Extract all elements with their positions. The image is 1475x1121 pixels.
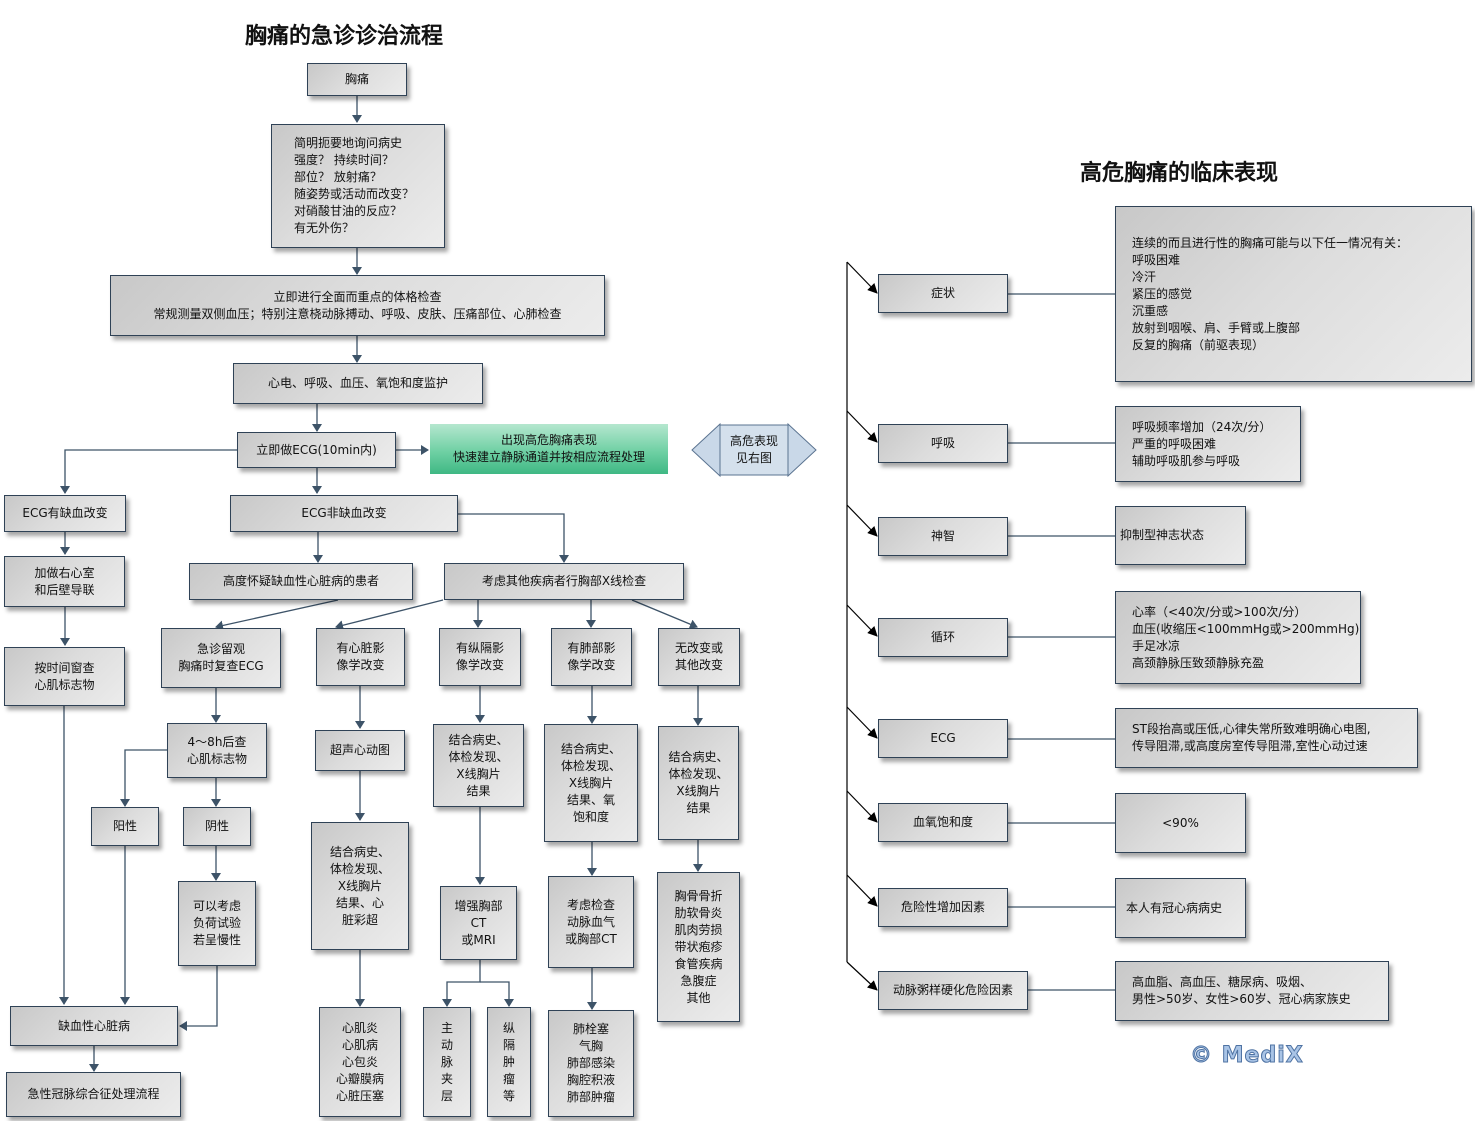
category-symptoms: 症状 (878, 274, 1008, 313)
category-circulation: 循环 (878, 618, 1008, 657)
category-risk-factors: 危险性增加因素 (878, 888, 1008, 927)
abg-ct-node: 考虑检查 动脉血气 或胸部CT (548, 876, 634, 968)
detail-symptoms: 连续的而且进行性的胸痛可能与以下任一情况有关： 呼吸困难 冷汗 紧压的感觉 沉重… (1115, 206, 1472, 382)
connector (846, 504, 878, 537)
observe-node: 急诊留观 胸痛时复查ECG (161, 628, 281, 688)
ihd-node: 缺血性心脏病 (10, 1006, 178, 1046)
connector (442, 960, 481, 1007)
lung-img-node: 有肺部影 像学改变 (551, 628, 632, 686)
connector (458, 513, 569, 563)
combine-other-node: 结合病史、 体检发现、 X线胸片 结果 (658, 726, 739, 840)
connector (335, 599, 444, 631)
mediastinal-tumor-node: 纵 隔 肿 瘤 等 (487, 1007, 531, 1117)
enhanced-ct-node: 增强胸部 CT 或MRI (440, 886, 517, 960)
lung-dx-node: 肺栓塞 气胸 肺部感染 胸腔积液 肺部肿瘤 (548, 1010, 634, 1117)
right-title: 高危胸痛的临床表现 (1080, 160, 1279, 186)
ecg-non-ischemic-node: ECG非缺血改变 (230, 495, 458, 532)
history-node: 简明扼要地询问病史 强度？ 持续时间？ 部位？ 放射痛？ 随姿势或活动而改变？ … (271, 124, 445, 248)
double-arrow-icon (691, 422, 817, 478)
detail-circulation: 心率（<40次/分或>100次/分） 血压(收缩压<100mmHg或>200mm… (1115, 591, 1361, 684)
stress-test-node: 可以考虑 负荷试验 若呈慢性 (178, 881, 256, 966)
aortic-dissection-node: 主 动 脉 夹 层 (423, 1007, 471, 1117)
connector (846, 604, 878, 637)
category-respiration: 呼吸 (878, 424, 1008, 463)
detail-oxygen-saturation: <90% (1115, 793, 1246, 853)
suspect-ihd-node: 高度怀疑缺血性心脏病的患者 (189, 563, 413, 600)
other-dx-node: 胸骨骨折 肋软骨炎 肌肉劳损 带状疱疹 食管疾病 急腹症 其他 (657, 872, 740, 1022)
detail-ecg: ST段抬高或压低,心律失常所致难明确心电图, 传导阻滞,或高度房室传导阻滞,室性… (1115, 708, 1418, 768)
connector (215, 599, 339, 631)
connector (60, 449, 237, 494)
connector (846, 261, 878, 294)
monitor-node: 心电、呼吸、血压、氧饱和度监护 (233, 363, 483, 404)
connector (120, 749, 167, 807)
consider-other-node: 考虑其他疾病者行胸部X线检查 (444, 563, 684, 600)
positive-node: 阳性 (91, 807, 159, 846)
connector (631, 599, 698, 629)
add-leads-node: 加做右心室 和后壁导联 (4, 556, 125, 607)
no-change-node: 无改变或 其他改变 (658, 628, 740, 686)
connector (846, 706, 878, 739)
category-oxygen-saturation: 血氧饱和度 (878, 803, 1008, 842)
category-ecg: ECG (878, 719, 1008, 758)
connector (846, 410, 878, 443)
detail-atherosclerosis-risk: 高血脂、高血压、糖尿病、吸烟、 男性>50岁、女性>60岁、冠心病家族史 (1115, 961, 1389, 1021)
chest-pain-node: 胸痛 (307, 63, 407, 96)
cardiac-img-node: 有心脏影 像学改变 (316, 628, 405, 686)
high-risk-node: 出现高危胸痛表现 快速建立静脉通道并按相应流程处理 (430, 424, 668, 474)
connector (846, 790, 878, 823)
mediastinal-img-node: 有纵隔影 像学改变 (439, 628, 521, 686)
exam-node: 立即进行全面而重点的体格检查 常规测量双侧血压；特别注意桡动脉搏动、呼吸、皮肤、… (110, 275, 605, 336)
connector (480, 981, 514, 1007)
detail-consciousness: 抑制型神志状态 (1115, 506, 1246, 565)
left-title: 胸痛的急诊诊治流程 (245, 23, 444, 49)
negative-node: 阴性 (183, 807, 251, 846)
connector (846, 961, 878, 991)
detail-risk-factors: 本人有冠心病病史 (1115, 878, 1246, 938)
cardiac-dx-node: 心肌炎 心肌病 心包炎 心瓣膜病 心脏压塞 (319, 1007, 401, 1117)
markers-4-8h-node: 4～8h后查 心肌标志物 (167, 723, 267, 778)
markers-window-node: 按时间窗查 心肌标志物 (4, 647, 125, 706)
combine-mediastinal-node: 结合病史、 体检发现、 X线胸片 结果 (433, 724, 524, 807)
acs-node: 急性冠脉综合征处理流程 (6, 1072, 181, 1117)
connector (179, 966, 218, 1031)
connector (846, 874, 878, 907)
ecg-ischemic-node: ECG有缺血改变 (4, 495, 126, 532)
ecg-node: 立即做ECG(10min内) (237, 432, 396, 468)
category-atherosclerosis-risk: 动脉粥样硬化危险因素 (878, 971, 1028, 1010)
see-right-label: 高危表现 见右图 (729, 434, 778, 465)
combine-cardiac-node: 结合病史、 体检发现、 X线胸片 结果、心 脏彩超 (311, 822, 409, 950)
echo-node: 超声心动图 (315, 730, 405, 771)
category-consciousness: 神智 (878, 517, 1008, 556)
combine-lung-node: 结合病史、 体检发现、 X线胸片 结果、氧 饱和度 (544, 724, 638, 842)
detail-respiration: 呼吸频率增加（24次/分） 严重的呼吸困难 辅助呼吸肌参与呼吸 (1115, 406, 1301, 482)
watermark: © MediX (1190, 1043, 1304, 1069)
